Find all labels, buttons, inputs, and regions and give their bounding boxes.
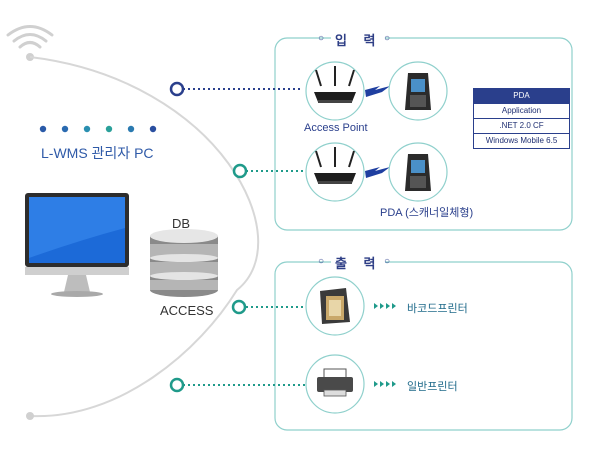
arc-end-dot [26,412,34,420]
output-panel-title: 출 력 [331,253,386,272]
printer-label: 일반프린터 [407,381,458,393]
pda-icon [388,142,448,202]
router-icon [305,61,365,121]
decorative-dots [39,125,157,133]
barcode-printer-icon [305,276,365,336]
spec-row: PDA [474,89,569,103]
node-barcode-printer [231,299,247,315]
printer-icon [305,354,365,414]
output-panel [274,261,573,431]
panel-ring-marker: ○ [384,256,391,267]
panel-ring-marker: ○ [318,256,325,267]
arrow-icon [374,303,396,309]
input-panel [274,37,573,231]
pc-label: L-WMS 관리자 PC [41,145,154,161]
pda-label: PDA (스캐너일체형) [380,207,474,219]
spec-row: .NET 2.0 CF [474,118,569,133]
node-access-point [169,81,185,97]
lightning-icon [365,86,390,97]
pda-spec-table: PDA Application .NET 2.0 CF Windows Mobi… [473,88,570,149]
db-label: DB [172,216,191,231]
access-label: ACCESS [160,303,214,318]
router-icon [305,142,365,202]
pda-icon [388,61,448,121]
lightning-icon [365,167,390,178]
panel-ring-marker: ○ [384,33,391,44]
node-pda [232,163,248,179]
database-icon [150,229,218,297]
spec-row: Windows Mobile 6.5 [474,133,569,148]
panel-ring-marker: ○ [318,33,325,44]
wifi-icon [6,25,54,61]
spec-row: Application [474,103,569,118]
input-panel-title: 입 력 [331,30,386,49]
access-point-label: Access Point [304,122,368,134]
monitor-icon [25,193,129,297]
connection-arc [29,56,260,418]
arrow-icon [374,381,396,387]
barcode-printer-label: 바코드프린터 [407,303,468,315]
node-printer [169,377,185,393]
